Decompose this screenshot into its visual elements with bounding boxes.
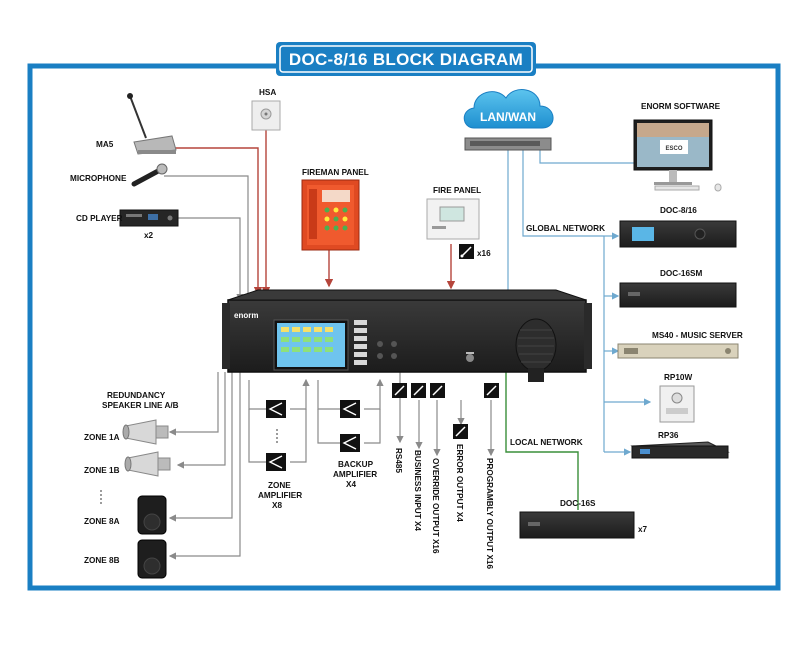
label-ma5: MA5 — [96, 140, 114, 149]
title-banner — [276, 42, 536, 76]
main-unit-logo: enorm — [234, 311, 258, 320]
rp36-unit — [630, 441, 730, 459]
label-rs485: RS485 — [394, 448, 403, 473]
label-backup-amp-1: BACKUP — [338, 460, 374, 469]
fire-switch-icon — [459, 244, 474, 259]
label-zone-8a: ZONE 8A — [84, 517, 120, 526]
zone-8b-box-speaker — [137, 539, 167, 579]
zone-amplifier-icon-1 — [266, 400, 286, 418]
monitor-screen-label: ESCO — [665, 146, 682, 152]
label-doc-816: DOC-8/16 — [660, 206, 697, 215]
lan-wan-cloud — [463, 89, 554, 129]
label-backup-amp-2: AMPLIFIER — [333, 470, 377, 479]
error-output-switch-icon — [453, 424, 468, 439]
label-local-network: LOCAL NETWORK — [510, 438, 583, 447]
red-connections — [174, 130, 456, 296]
doc-816-remote-unit — [619, 220, 737, 248]
network-connections — [507, 138, 652, 456]
label-cd-count: x2 — [144, 231, 154, 240]
ms40-music-server — [617, 343, 739, 359]
programmable-output-switch-icon — [484, 383, 499, 398]
rp10w-panel — [659, 385, 695, 423]
label-microphone: MICROPHONE — [70, 174, 127, 183]
label-rp36: RP36 — [658, 431, 679, 440]
label-enorm-software: ENORM SOFTWARE — [641, 102, 721, 111]
hsa-device — [251, 100, 281, 131]
label-doc-16sm: DOC-16SM — [660, 269, 702, 278]
label-error-output: ERROR OUTPUT X4 — [455, 444, 464, 522]
label-override-output: OVERRIDE OUTPUT X16 — [431, 458, 440, 554]
zone-dots — [100, 490, 102, 504]
zone-1a-horn-speaker — [122, 419, 169, 445]
zone-8a-box-speaker — [137, 495, 167, 535]
rs485-switch-icon — [392, 383, 407, 398]
label-hsa: HSA — [259, 88, 276, 97]
zone-amplifier-icon-8 — [266, 453, 286, 471]
enorm-software-monitor: ESCO — [633, 119, 722, 192]
backup-amplifier-icon-1 — [340, 400, 360, 418]
label-fire-panel: FIRE PANEL — [433, 186, 481, 195]
label-doc-16s-count: x7 — [638, 525, 648, 534]
gray-connections — [164, 175, 495, 560]
fireman-panel-device — [301, 179, 360, 251]
label-fire-count: x16 — [477, 249, 491, 258]
backup-amplifier-icon-2 — [340, 434, 360, 452]
label-zone-amp-2: AMPLIFIER — [258, 491, 302, 500]
network-switch — [464, 137, 552, 151]
label-ms40: MS40 - MUSIC SERVER — [652, 331, 743, 340]
doc-816-main-unit: enorm — [222, 289, 592, 382]
label-cd-player: CD PLAYER — [76, 214, 123, 223]
label-redundancy-2: SPEAKER LINE A/B — [102, 401, 179, 410]
label-zone-1b: ZONE 1B — [84, 466, 120, 475]
doc-16sm-unit — [619, 282, 737, 308]
cd-player — [119, 209, 179, 227]
label-global-network: GLOBAL NETWORK — [526, 224, 605, 233]
zone-amplifier-dots — [276, 429, 278, 443]
doc-16s-unit — [519, 511, 635, 539]
override-output-switch-icon — [430, 383, 445, 398]
label-business-input: BUSINESS INPUT X4 — [413, 450, 422, 531]
label-fireman-panel: FIREMAN PANEL — [302, 168, 369, 177]
label-backup-amp-3: X4 — [346, 480, 356, 489]
label-zone-amp-1: ZONE — [268, 481, 291, 490]
label-doc-16s: DOC-16S — [560, 499, 596, 508]
fire-panel-device — [426, 198, 480, 240]
label-lan-wan: LAN/WAN — [480, 110, 536, 124]
label-zone-8b: ZONE 8B — [84, 556, 120, 565]
ma5-paging-microphone — [127, 93, 177, 155]
output-switch-icons — [392, 383, 499, 439]
zone-1b-horn-speaker — [124, 451, 171, 477]
label-zone-amp-3: X8 — [272, 501, 282, 510]
page-title: DOC-8/16 BLOCK DIAGRAM — [289, 50, 523, 69]
label-programmable-output: PROGRAMBLY OUTPUT X16 — [485, 458, 494, 569]
label-zone-1a: ZONE 1A — [84, 433, 120, 442]
label-rp10w: RP10W — [664, 373, 692, 382]
local-network-connection — [505, 372, 579, 510]
handheld-microphone — [131, 163, 168, 187]
label-redundancy-1: REDUNDANCY — [107, 391, 166, 400]
business-input-switch-icon — [411, 383, 426, 398]
